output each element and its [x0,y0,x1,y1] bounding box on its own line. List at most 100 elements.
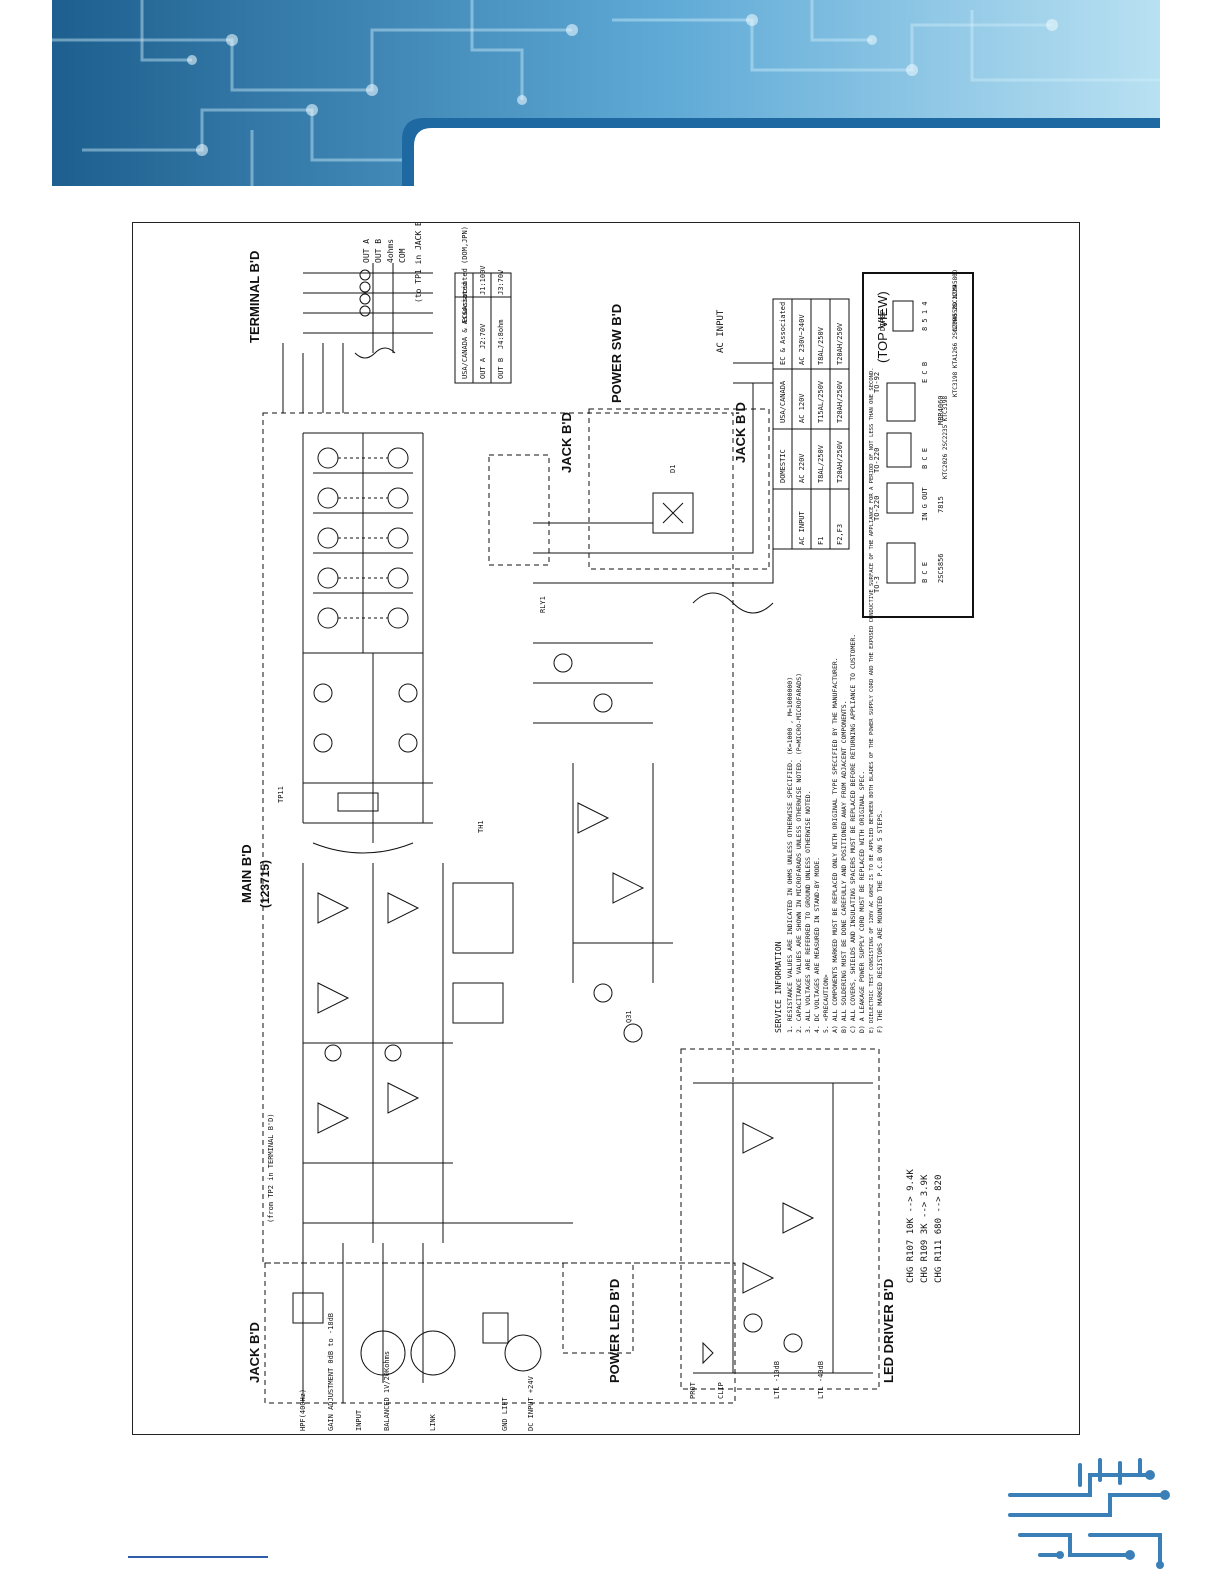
service-information: SERVICE INFORMATION 1. RESISTANCE VALUES… [774,367,884,1033]
service-title: SERVICE INFORMATION [774,941,783,1033]
main-board-label: MAIN B'D [239,844,254,903]
led-driver-board-label: LED DRIVER B'D [881,1279,896,1383]
pkg-to3-parts: 2SC5856 [937,553,945,583]
spec-r3c3: T20AH/250V [836,322,844,365]
service-line-2: 2. CAPACITANCE VALUES ARE SHOWN IN MICRO… [795,673,803,1033]
pkg-to92-pins: E C B [921,362,929,383]
terminal-table-r1c1: J2:70V [479,323,487,349]
terminal-wiring [282,263,433,413]
power-led-outline [562,1262,634,1354]
terminal-table-r2c2: J3:70V [497,269,505,295]
spec-r2c1: T8AL/250V [817,444,825,483]
chg-note-1: CHG R107 10K --> 9.4K [906,1169,916,1283]
terminal-out-4ohm: 4ohms [386,239,395,263]
part-q31: Q31 [625,1010,633,1023]
pkg-mbr: MBR4060 [937,395,945,425]
footer-rule [128,1556,268,1558]
output-transistor-bank [302,432,424,654]
service-line-7: B) ALL SOLDERING MUST BE DONE CAREFULLY … [840,700,848,1033]
top-view-box: (TOP VIEW) TO-3 B C E 2SC5856 TO-220 IN … [862,269,974,618]
service-line-8: C) ALL COVERS, SHIELDS AND INSULATING SP… [849,634,857,1033]
led-driver-outline [680,1048,880,1390]
led-label-clip: CLIP [717,1382,725,1399]
pkg-to220b: TO-220 [873,448,881,473]
main-board-code: (123715) [258,860,272,908]
led-driver-wiring [693,1082,873,1374]
spec-r3c1: T20AH/250V [836,440,844,483]
terminal-table-r2c0: OUT B [497,358,505,379]
spec-r2c2: T15AL/250V [817,380,825,423]
spec-r2c3: T8AL/250V [817,326,825,365]
pkg-to220a: TO-220 [873,496,881,521]
terminal-table-r2c1: J4:8ohm [497,319,505,349]
pkg-to92: TO-92 [873,372,881,393]
jack-board-left-outline [264,1262,736,1404]
terminal-table-r1c0: OUT A [479,357,487,379]
pkg-to220a-parts: 7815 [937,496,945,513]
pkg-to3-pins: B C E [921,562,929,583]
spec-h-ec: EC & Associated [779,302,787,365]
service-line-3: 3. ALL VOLTAGES ARE REFERRED TO GROUND U… [804,790,812,1033]
chg-note-3: CHG R111 680 --> 820 [934,1175,944,1283]
service-line-5: 5. <PRECAUTION> [822,974,830,1033]
terminal-note: (to TP1 in JACK B'D) [414,223,423,303]
part-tp11: TP11 [277,786,285,803]
terminal-out-a: OUT A [362,239,371,263]
terminal-board-label: TERMINAL B'D [247,251,262,343]
jack-label-gndlift: GND LIFT [501,1396,509,1431]
pkg-dip8: DIP8P [879,310,887,331]
jack-label-link: LINK [429,1413,437,1431]
main-board-outline [262,412,734,1264]
driver-stage [302,653,433,854]
jack-label-dcinput: DC INPUT +24V [527,1375,535,1431]
header-banner [52,0,1160,186]
schematic-diagram: TERMINAL B'D MAIN B'D (123715) JACK B'D … [239,223,974,1431]
pkg-dip8-parts: NJM4558D NJM4580D [952,269,959,331]
terminal-table-h2: EC&Associated (DOM,JPN) [461,226,469,323]
spec-r2c0: F1 [817,537,825,545]
spec-r1c0: AC INPUT [798,510,806,545]
jack-board-right-label: JACK B'D [733,402,748,463]
spec-r1c1: AC 220V [798,453,806,483]
service-line-6: A) ALL COMPONENTS MARKED MUST BE REPLACE… [831,657,839,1033]
power-led-board-label: POWER LED B'D [607,1279,622,1383]
service-line-9: D) A LEAKAGE POWER SUPPLY CORD MUST BE R… [858,771,866,1033]
chg-note-2: CHG R109 3K --> 3.9K [920,1174,930,1283]
jack-top-fuse-outline [488,454,550,566]
power-supply-section [533,362,774,1043]
pkg-to220b-pins: B C E [921,448,929,469]
pkg-dip8-pins: 8 5 1 4 [921,301,929,331]
power-sw-outline [588,408,770,570]
spec-h-domestic: DOMESTIC [779,449,787,483]
jack-label-balanced: BALANCED 1V/20Kohms [383,1351,391,1431]
jack-label-hpf: HPF(400Hz) [299,1389,307,1431]
terminal-table-h1: USA/CANADA & Associated [461,282,469,379]
part-rly1: RLY1 [539,596,547,613]
part-d1: D1 [669,465,677,473]
jack-left-wiring [292,1243,542,1403]
power-sw-board-label: POWER SW B'D [609,304,624,403]
part-th1: TH1 [477,820,485,833]
input-opamp-section [302,863,573,1243]
ac-input-label: AC INPUT [716,309,726,353]
pkg-to220a-pins: IN G OUT [921,486,929,521]
spec-r1c2: AC 120V [798,393,806,423]
jack-board-left-label: JACK B'D [247,1322,262,1383]
jack-label-from-tp2: (from TP2 in TERMINAL B'D) [267,1113,275,1223]
led-label-ltl40: LTL -40dB [817,1361,825,1399]
led-label-ltl10: LTL -10dB [773,1361,781,1399]
terminal-output-table: USA/CANADA & Associated EC&Associated (D… [454,226,512,384]
terminal-out-com: COM [398,248,407,263]
spec-r1c3: AC 230V~240V [798,314,806,365]
terminal-out-b: OUT B [374,239,383,263]
spec-h-usa: USA/CANADA [779,380,787,423]
led-label-prot: PROT [689,1381,697,1399]
schematic-frame: TERMINAL B'D MAIN B'D (123715) JACK B'D … [132,222,1080,1435]
jack-label-gain: GAIN ADJUSTMENT 0dB to -18dB [327,1313,335,1431]
spec-r3c0: F2,F3 [836,524,844,545]
top-view-title: (TOP VIEW) [875,291,890,363]
jack-board-top-label: JACK B'D [559,412,574,473]
service-line-10: E) DIELECTRIC TEST CONSISTING OF 120V AC… [869,367,875,1033]
jack-label-input: INPUT [355,1409,363,1431]
service-line-4: 4. DC VOLTAGES ARE MEASURED IN STAND-BY … [813,857,821,1033]
